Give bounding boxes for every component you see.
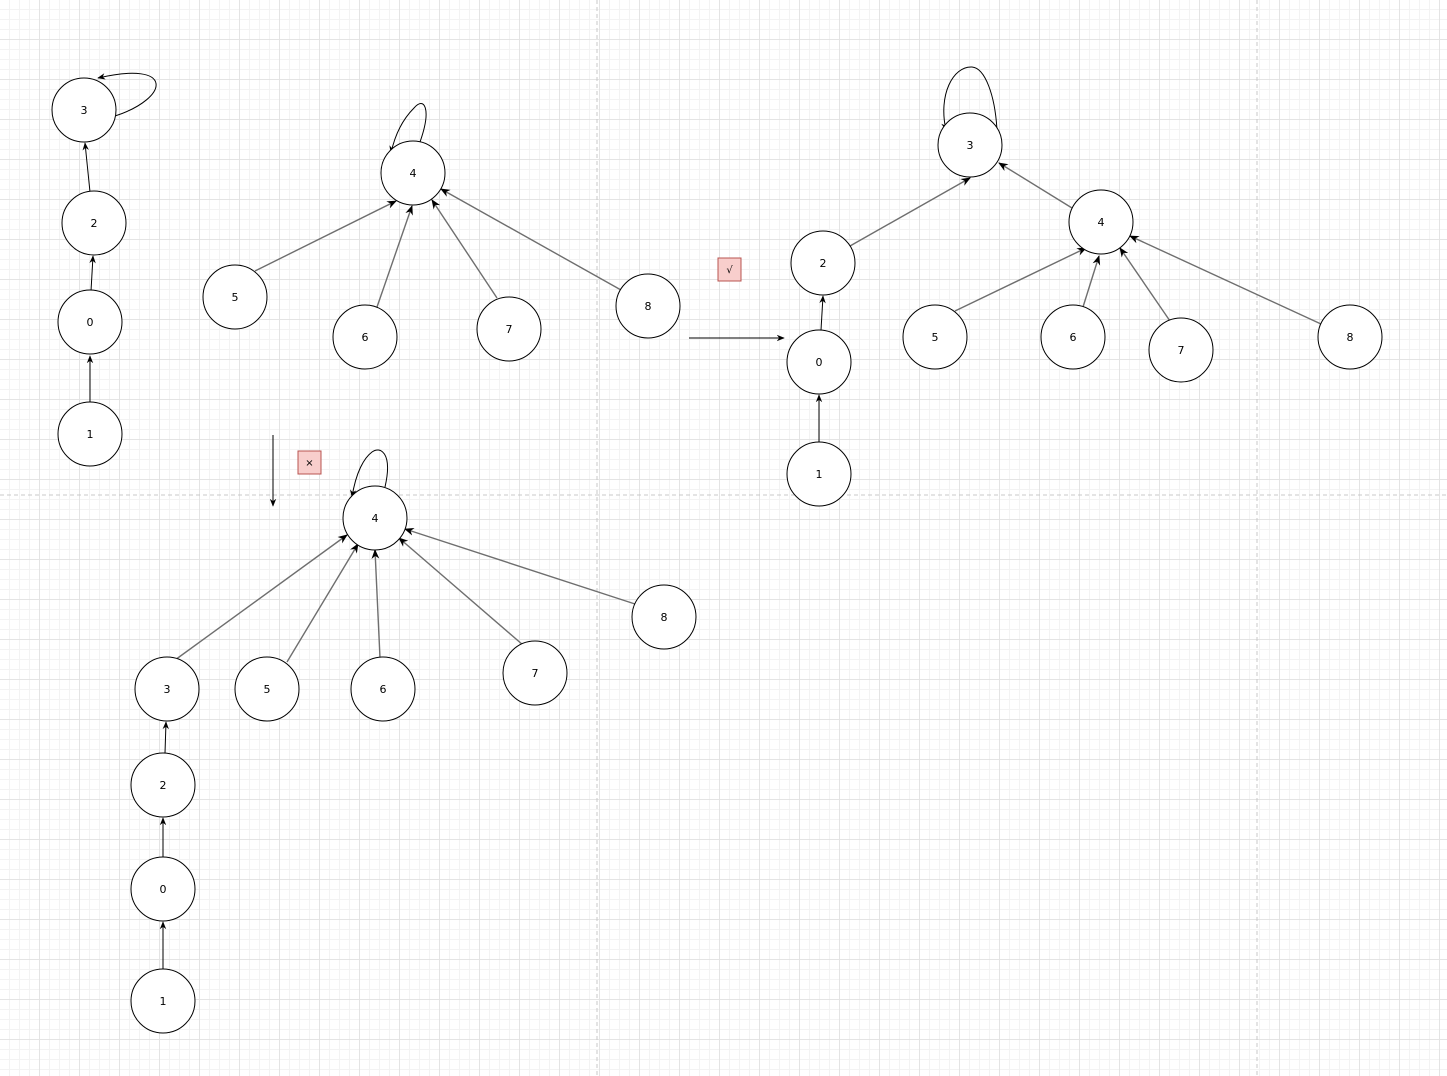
graph-node[interactable]: 8: [615, 273, 681, 339]
graph-node[interactable]: 5: [202, 264, 268, 330]
node-label: 3: [81, 104, 88, 117]
node-label: 0: [87, 316, 94, 329]
node-label: 2: [91, 217, 98, 230]
edge-8-to-4: [440, 188, 622, 291]
edge-7-to-4: [431, 199, 498, 299]
graph-node[interactable]: 5: [234, 656, 300, 722]
graph-node[interactable]: 7: [476, 296, 542, 362]
node-label: 6: [380, 683, 387, 696]
cross-mark-badge: ×: [297, 450, 322, 475]
graph-node[interactable]: 2: [790, 230, 856, 296]
node-label: 3: [164, 683, 171, 696]
graph-node[interactable]: 3: [134, 656, 200, 722]
node-label: 0: [160, 883, 167, 896]
node-label: 0: [816, 356, 823, 369]
node-label: 4: [372, 512, 379, 525]
edge-2-to-3: [849, 177, 971, 247]
graph-merged-good: 3 2 0 1 4 5 6 7: [786, 66, 1383, 507]
node-label: 4: [410, 167, 417, 180]
graph-node[interactable]: 7: [502, 640, 568, 706]
graph-node[interactable]: 0: [786, 329, 852, 395]
graph-node[interactable]: 2: [61, 190, 127, 256]
graph-merged-bad: 4 3 5 6 7 8 2 0: [130, 449, 697, 1034]
edge-0-to-2: [89, 255, 96, 292]
edge-8-to-4: [404, 528, 636, 605]
cross-mark-label: ×: [305, 458, 313, 469]
graph-node[interactable]: 1: [130, 968, 196, 1034]
node-label: 6: [362, 331, 369, 344]
edge-2-to-3: [162, 721, 169, 754]
node-label: 7: [506, 323, 513, 336]
edge-4-self-loop: [349, 449, 388, 498]
node-label: 2: [160, 779, 167, 792]
edge-0-to-2: [819, 295, 826, 331]
node-label: 8: [1347, 331, 1354, 344]
graph-node[interactable]: 8: [1317, 304, 1383, 370]
edge-5-to-4: [954, 247, 1087, 312]
node-label: 7: [1178, 344, 1185, 357]
node-label: 1: [816, 468, 823, 481]
edge-5-to-4: [254, 200, 397, 272]
node-label: 6: [1070, 331, 1077, 344]
node-label: 4: [1098, 216, 1105, 229]
edge-7-to-4: [398, 537, 524, 646]
edge-3-to-4: [174, 534, 348, 661]
graph-node[interactable]: 4: [1068, 189, 1134, 255]
graph-star-a: 4 5 6 7 8: [202, 103, 681, 370]
edge-3-self-loop: [97, 72, 157, 117]
edge-6-to-4: [371, 549, 381, 659]
node-label: 1: [160, 995, 167, 1008]
edge-6-to-4: [376, 205, 413, 308]
graph-node[interactable]: 6: [332, 304, 398, 370]
check-mark-badge: √: [717, 257, 742, 282]
graph-node[interactable]: 6: [1040, 304, 1106, 370]
edge-7-to-4: [1119, 247, 1171, 322]
node-label: 3: [967, 139, 974, 152]
graph-node[interactable]: 6: [350, 656, 416, 722]
graph-node[interactable]: 8: [631, 584, 697, 650]
graph-chain-a: 3 2 0 1: [51, 72, 157, 467]
graph-node[interactable]: 2: [130, 752, 196, 818]
node-label: 1: [87, 428, 94, 441]
node-label: 5: [264, 683, 271, 696]
edge-3-self-loop: [941, 66, 998, 131]
edge-4-self-loop: [389, 103, 427, 154]
node-label: 8: [661, 611, 668, 624]
node-label: 7: [532, 667, 539, 680]
edge-4-to-3: [998, 162, 1073, 209]
node-label: 5: [232, 291, 239, 304]
edge-2-to-3: [82, 142, 91, 193]
edge-8-to-4: [1129, 235, 1322, 325]
node-label: 8: [645, 300, 652, 313]
node-label: 2: [820, 257, 827, 270]
node-label: 5: [932, 331, 939, 344]
graph-node[interactable]: 1: [57, 401, 123, 467]
graph-node[interactable]: 3: [937, 112, 1003, 178]
graph-node[interactable]: 5: [902, 304, 968, 370]
graph-node[interactable]: 0: [130, 856, 196, 922]
check-mark-label: √: [726, 265, 733, 276]
graph-node[interactable]: 4: [380, 140, 446, 206]
graph-node[interactable]: 3: [51, 77, 117, 143]
graph-node[interactable]: 4: [342, 485, 408, 551]
graph-node[interactable]: 1: [786, 441, 852, 507]
graph-node[interactable]: 0: [57, 289, 123, 355]
graph-node[interactable]: 7: [1148, 317, 1214, 383]
edge-5-to-4: [286, 543, 359, 663]
edge-6-to-4: [1082, 255, 1101, 308]
